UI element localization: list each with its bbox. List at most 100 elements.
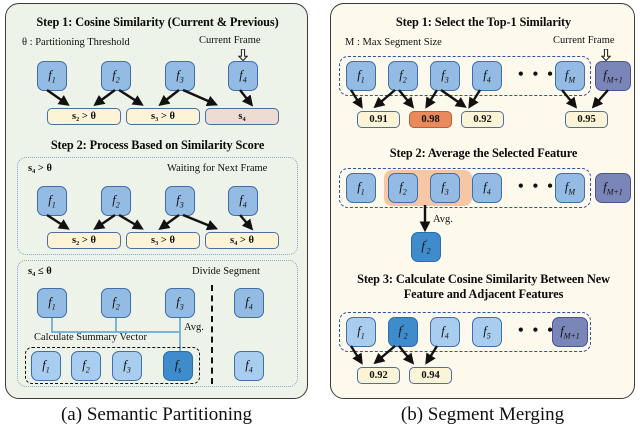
panel-b-step3-score: 0.94 [409,367,452,384]
feature-label: f4 [239,67,247,85]
panel-b-step1-title: Step 1: Select the Top-1 Similarity [395,15,572,29]
panel-b-step3-feature: f4 [430,317,460,347]
panel-b-step1-score: 0.95 [565,111,608,128]
panel-a-summary-vector-feature: fs [163,351,193,381]
panel-a-case-above-box [17,157,298,255]
panel-a-summary-group-box [25,347,200,384]
feature-label: f2 [112,67,120,85]
feature-label: f2 [112,294,120,312]
feature-label: f1 [48,67,56,85]
panel-b-step1-score: 0.91 [357,111,400,128]
panel-b-step1-feature: fM [555,61,585,91]
feature-label: f3 [123,357,131,375]
panel-a-step2a-feature: f3 [165,186,195,216]
panel-b-step2-feature: f4 [472,173,502,203]
feature-label: f2 [399,67,407,85]
panel-a-step1-feature: f4 [228,61,258,91]
panel-b-step3-title: Step 3: Calculate Cosine Similarity Betw… [357,272,610,301]
panel-b-step3-score: 0.92 [357,367,400,384]
feature-label: f1 [48,192,56,210]
feature-label: fM [564,67,576,85]
summary-connector-v1 [51,318,53,332]
panel-b-step1-ellipsis: • • • [518,66,556,83]
panel-a-step2b-feature: f2 [101,288,131,318]
feature-label: f′2 [421,238,431,256]
feature-label: fM+1 [560,323,580,341]
feature-label: fM+1 [603,67,623,85]
feature-label: f2 [112,192,120,210]
panel-b-step1-feature: f3 [430,61,460,91]
panel-b-step1-score-top1: 0.98 [409,111,452,128]
panel-b-step3-feature: f1 [346,317,376,347]
panel-semantic-partitioning: Step 1: Cosine Similarity (Current & Pre… [5,3,308,399]
panel-a-step2a-score: s₄ > θ [205,232,279,249]
panel-a-case-below-condition: s₄ ≤ θ [28,266,52,277]
panel-b-current-frame-label: Current Frame [553,35,615,46]
panel-b-step1-segment-box [339,56,591,96]
arrow-down-icon [600,48,612,62]
panel-a-step2a-score: s₂ > θ [47,232,121,249]
feature-label: fM+1 [603,179,623,197]
panel-a-step2a-feature: f2 [101,186,131,216]
panel-a-threshold-note: θ : Partitioning Threshold [22,37,130,48]
panel-a-step1-score: s₂ > θ [47,108,121,125]
feature-label: f4 [483,179,491,197]
panel-a-step2b-feature: f1 [37,288,67,318]
panel-a-step2-title: Step 2: Process Based on Similarity Scor… [50,138,265,152]
panel-a-step2b-feature-bottom: f3 [112,351,142,381]
panel-b-step2-feature: fM [555,173,585,203]
panel-b-step2-feature-selected: f3 [430,173,460,203]
panel-a-step2b-feature-split-bottom: f4 [234,351,264,381]
panel-b-merged-feature: f′2 [411,232,441,262]
feature-label: f1 [48,294,56,312]
feature-label: f2 [399,179,407,197]
feature-label: f4 [245,294,253,312]
feature-label: f5 [483,323,491,341]
panel-b-avg-label: Avg. [433,214,453,225]
panel-a-step1-title: Step 1: Cosine Similarity (Current & Pre… [36,15,279,29]
panel-b-step1-feature: f4 [472,61,502,91]
panel-a-case-below-note: Divide Segment [192,266,260,277]
summary-connector-v3 [179,318,181,351]
feature-label: f2 [82,357,90,375]
feature-label: f3 [441,67,449,85]
panel-a-step1-feature: f1 [37,61,67,91]
panel-b-step1-feature: f1 [346,61,376,91]
caption-a: (a) Semantic Partitioning [60,404,252,425]
panel-a-current-frame-label: Current Frame [199,35,261,46]
panel-a-avg-label: Avg. [184,322,204,333]
panel-b-step3-merged-feature: f′2 [388,317,418,347]
feature-label: fM [564,179,576,197]
panel-a-step1-score: s₄ [205,108,279,125]
panel-b-max-note: M : Max Segment Size [345,37,442,48]
feature-label: f′2 [398,323,408,341]
panel-a-step2a-score: s₃ > θ [126,232,200,249]
feature-label: f1 [357,179,365,197]
panel-a-step1-score: s₃ > θ [126,108,200,125]
feature-label: fs [174,357,182,375]
feature-label: f1 [42,357,50,375]
panel-b-step2-feature-selected: f2 [388,173,418,203]
feature-label: f3 [176,294,184,312]
feature-label: f4 [483,67,491,85]
panel-b-step3-segment-box [339,312,591,352]
panel-b-step3-feature: f5 [472,317,502,347]
panel-a-case-above-note: Waiting for Next Frame [167,163,268,174]
feature-label: f4 [239,192,247,210]
feature-label: f3 [176,192,184,210]
feature-label: f3 [176,67,184,85]
panel-a-step2a-feature: f1 [37,186,67,216]
panel-a-step1-feature: f3 [165,61,195,91]
feature-label: f4 [245,357,253,375]
arrow-down-icon [237,48,249,62]
panel-a-step1-feature: f2 [101,61,131,91]
panel-a-case-below-box [17,260,298,387]
panel-b-step3-incoming-feature: fM+1 [552,317,588,347]
panel-a-divide-segment-divider [211,285,213,384]
panel-a-step2b-feature: f3 [165,288,195,318]
summary-connector-h [51,331,181,333]
panel-b-step2-incoming-feature: fM+1 [595,173,631,203]
panel-a-summary-vector-label: Calculate Summary Vector [34,332,147,343]
panel-a-case-above-condition: s₄ > θ [28,163,52,174]
